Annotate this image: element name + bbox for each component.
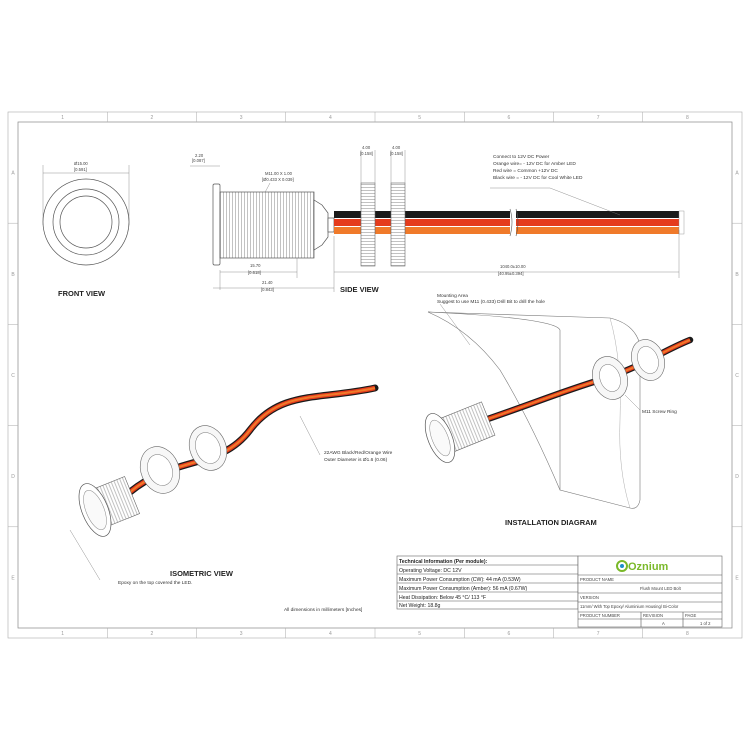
frame-col-bottom-2: 2 [150, 631, 153, 637]
frame-col-bottom-3: 3 [240, 631, 243, 637]
flange-dim-inch-label: [0.087] [192, 158, 205, 163]
ring2-dim-label: 4.00 [392, 145, 401, 150]
ring2-dim-inch-label: [0.158] [390, 151, 403, 156]
wiring-note-2: Orange wire= - 12V DC for Amber LED [493, 161, 576, 167]
tech-info-row-3: Maximum Power Consumption (Amber): 56 mA… [399, 586, 528, 592]
product-number-label: PRODUCT NUMBER [580, 613, 620, 618]
oznium-logo-text: Oznium [628, 561, 669, 573]
tech-info-row-1: Operating Voltage: DC 12V [399, 568, 462, 574]
frame-row-right-D: D [735, 474, 739, 480]
product-name: Flush Mount LED Bolt [640, 586, 682, 591]
frame-col-top-6: 6 [507, 115, 510, 121]
frame-row-right-E: E [735, 575, 739, 581]
page-value: 1 of 2 [700, 621, 711, 626]
epoxy-note: Epoxy on the top covered the LED. [118, 580, 192, 586]
frame-col-bottom-5: 5 [418, 631, 421, 637]
product-name-label: PRODUCT NAME [580, 577, 614, 582]
revision-label: REVISION [643, 613, 663, 618]
frame-col-top-8: 8 [686, 115, 689, 121]
tech-info-table: Technical Information (Per module): Oper… [284, 555, 579, 613]
wire-spec-1: 22AWG Black/Red/Orange Wire [324, 450, 393, 456]
installation-diagram: Mounting Area Suggest to use M11 (0.433)… [424, 293, 694, 527]
wiring-note-4: Black wire = - 12V DC for Cool White LED [493, 175, 583, 181]
frame-row-left-E: E [11, 575, 15, 581]
side-wire-0-b [516, 211, 679, 218]
frame-col-top-5: 5 [418, 115, 421, 121]
ring1-dim-inch-label: [0.158] [360, 151, 373, 156]
ring1-dim-label: 4.00 [362, 145, 371, 150]
thread-dim-inch-label: [Ø0.433 X 0.039] [262, 177, 294, 182]
frame-col-bottom-1: 1 [61, 631, 64, 637]
mounting-note-1: Mounting Area [437, 293, 468, 299]
screw-ring-note: M11 Screw Ring [642, 409, 677, 415]
frame-row-left-D: D [11, 474, 15, 480]
side-wire-0-a [334, 211, 510, 218]
flange-dim-label: 2.20 [195, 153, 204, 158]
wiring-note-1: Connect to 12V DC Power [493, 154, 550, 160]
side-wire-1-b [516, 219, 679, 226]
thread-dim-label: M11.00 X 1.00 [265, 171, 293, 176]
frame-row-left-C: C [11, 373, 15, 379]
wire-len-inch-label: [40.95±0.394] [498, 271, 524, 276]
side-wire-2-b [516, 227, 679, 234]
oznium-logo: Oznium [616, 560, 669, 573]
frame-row-left-B: B [11, 272, 15, 278]
isometric-view-title: ISOMETRIC VIEW [170, 569, 234, 578]
frame-row-right-B: B [735, 272, 739, 278]
frame-col-top-4: 4 [329, 115, 332, 121]
wire-len-label: 1040.0±10.00 [500, 264, 526, 269]
frame-col-bottom-7: 7 [597, 631, 600, 637]
frame-col-top-7: 7 [597, 115, 600, 121]
page-label: PAGE [685, 613, 697, 618]
version-label: VERSION [580, 595, 599, 600]
tech-info-row-5: Net Weight: 18.8g [399, 603, 441, 609]
side-view-title: SIDE VIEW [340, 285, 380, 294]
version-value: 11mm/ With Top Epoxy/ Aluminium Housing/… [580, 604, 679, 609]
units-note: All dimensions in millimeters [Inches] [284, 607, 362, 613]
wiring-note-3: Red wire = Common +12V DC [493, 168, 558, 174]
installation-diagram-title: INSTALLATION DIAGRAM [505, 518, 597, 527]
frame-row-right-C: C [735, 373, 739, 379]
tech-info-row-4: Heat Dissipation: Below 45 °C/ 113 °F [399, 595, 486, 601]
frame-row-left-A: A [11, 171, 15, 177]
side-wire-2-a [334, 227, 510, 234]
body-len-label: 15.70 [250, 263, 261, 268]
frame-row-right-A: A [735, 171, 739, 177]
total-len-label: 21.40 [262, 280, 273, 285]
total-len-inch-label: [0.843] [261, 287, 274, 292]
front-view: Ø15.00 [0.591] FRONT VIEW [42, 161, 130, 298]
isometric-view: Epoxy on the top covered the LED. 22AWG … [69, 384, 393, 586]
revision-value: A [662, 621, 665, 626]
frame-col-top-1: 1 [61, 115, 64, 121]
side-view: 2.20 [0.087] M11.00 X 1.00 [Ø0.433 X 0.0… [190, 145, 685, 294]
side-wire-1-a [334, 219, 510, 226]
tech-info-title: Technical Information (Per module): [399, 559, 488, 565]
mounting-note-2: Suggest to use M11 (0.433) Drill Bit to … [437, 299, 545, 305]
frame-col-bottom-6: 6 [507, 631, 510, 637]
body-len-inch-label: [0.618] [248, 270, 261, 275]
frame-col-bottom-8: 8 [686, 631, 689, 637]
frame-col-top-3: 3 [240, 115, 243, 121]
front-dia-inch-label: [0.591] [74, 167, 87, 172]
front-view-title: FRONT VIEW [58, 289, 106, 298]
wire-spec-2: Outer Diameter is Ø1.6 (0.06) [324, 457, 388, 463]
title-block: Oznium PRODUCT NAME Flush Mount LED Bolt… [577, 555, 723, 628]
tech-info-row-2: Maximum Power Consumption (CW): 44 mA (0… [399, 577, 521, 583]
frame-col-bottom-4: 4 [329, 631, 332, 637]
frame-col-top-2: 2 [150, 115, 153, 121]
front-dia-label: Ø15.00 [74, 161, 88, 166]
